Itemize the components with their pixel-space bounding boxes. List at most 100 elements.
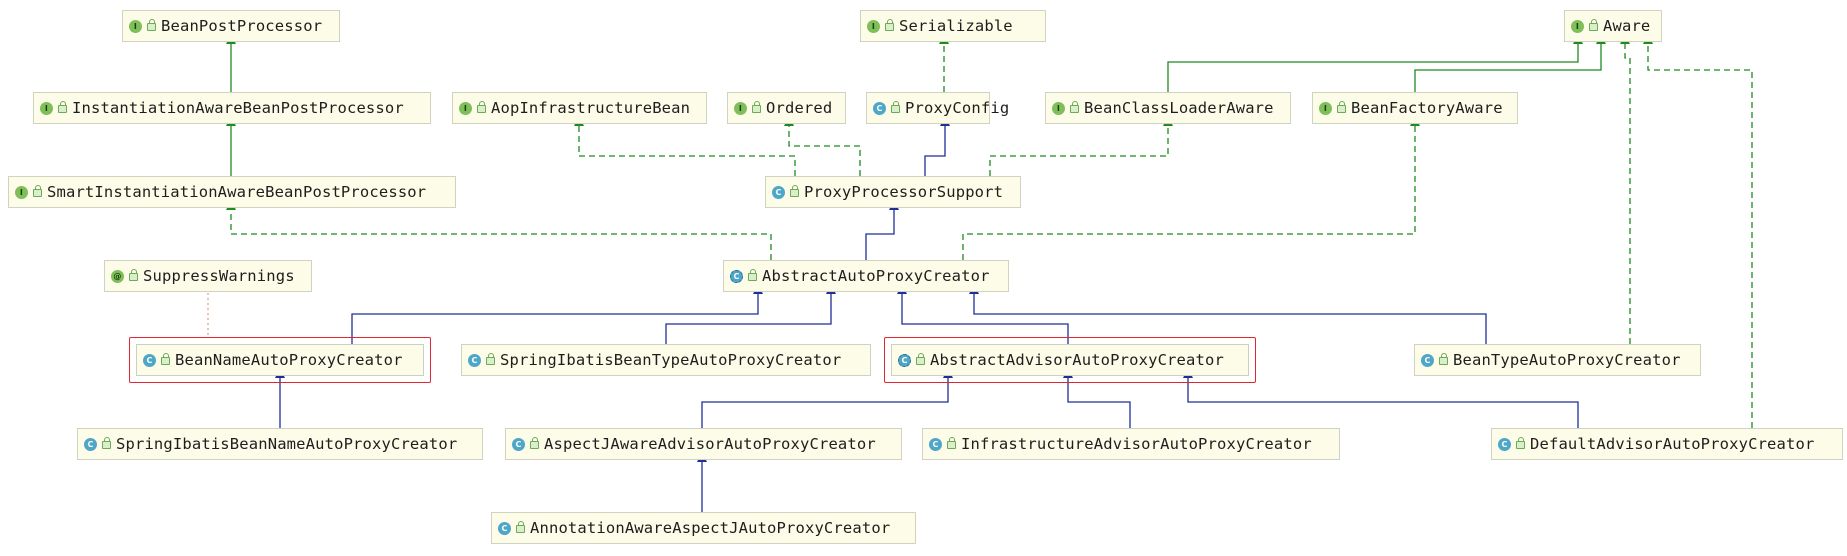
node-label: BeanPostProcessor bbox=[161, 17, 323, 35]
node-label: ProxyProcessorSupport bbox=[804, 183, 1004, 201]
interface-icon: I bbox=[459, 101, 472, 115]
abstract-icon: C bbox=[730, 269, 743, 283]
edge-aapc-to-siabpp bbox=[226, 200, 772, 260]
node-sibtapc[interactable]: C SpringIbatisBeanTypeAutoProxyCreator bbox=[461, 344, 871, 376]
edge-pps-to-ordered bbox=[784, 116, 861, 176]
interface-icon: I bbox=[867, 19, 880, 33]
node-label: BeanNameAutoProxyCreator bbox=[175, 351, 403, 369]
edge-bcla-to-aware bbox=[1167, 34, 1583, 92]
public-lock-icon bbox=[790, 185, 799, 197]
node-label: InfrastructureAdvisorAutoProxyCreator bbox=[961, 435, 1312, 453]
node-bfa[interactable]: I BeanFactoryAware bbox=[1312, 92, 1518, 124]
node-pps[interactable]: C ProxyProcessorSupport bbox=[765, 176, 1021, 208]
node-bpp[interactable]: I BeanPostProcessor bbox=[122, 10, 340, 42]
public-lock-icon bbox=[947, 437, 956, 449]
public-lock-icon bbox=[33, 185, 42, 197]
node-aapc[interactable]: C AbstractAutoProxyCreator bbox=[723, 260, 1009, 292]
node-label: Serializable bbox=[899, 17, 1013, 35]
edge-aapc-to-bfa bbox=[962, 116, 1420, 260]
public-lock-icon bbox=[161, 353, 170, 365]
node-label: DefaultAdvisorAutoProxyCreator bbox=[1530, 435, 1815, 453]
node-dapc[interactable]: C DefaultAdvisorAutoProxyCreator bbox=[1491, 428, 1843, 460]
node-label: BeanClassLoaderAware bbox=[1084, 99, 1274, 117]
edge-btapc-to-aapc bbox=[969, 284, 1487, 344]
class-icon: C bbox=[1421, 353, 1434, 367]
node-suppress[interactable]: @ SuppressWarnings bbox=[104, 260, 312, 292]
node-label: AbstractAutoProxyCreator bbox=[762, 267, 990, 285]
node-proxyconfig[interactable]: C ProxyConfig bbox=[866, 92, 1009, 124]
public-lock-icon bbox=[1337, 101, 1346, 113]
edge-bnapc-to-aapc bbox=[351, 284, 763, 344]
selection-highlight bbox=[129, 337, 431, 383]
edge-infapc-to-aaapc bbox=[1063, 368, 1131, 428]
interface-icon: I bbox=[1571, 19, 1584, 33]
node-btapc[interactable]: C BeanTypeAutoProxyCreator bbox=[1414, 344, 1701, 376]
edge-dapc-to-aware bbox=[1643, 34, 1753, 428]
class-icon: C bbox=[772, 185, 785, 199]
public-lock-icon bbox=[748, 269, 757, 281]
public-lock-icon bbox=[58, 101, 67, 113]
public-lock-icon bbox=[129, 269, 138, 281]
node-label: SpringIbatisBeanNameAutoProxyCreator bbox=[116, 435, 458, 453]
node-label: BeanTypeAutoProxyCreator bbox=[1453, 351, 1681, 369]
node-label: AopInfrastructureBean bbox=[491, 99, 691, 117]
public-lock-icon bbox=[1516, 437, 1525, 449]
class-icon: C bbox=[512, 437, 525, 451]
node-label: SmartInstantiationAwareBeanPostProcessor bbox=[47, 183, 427, 201]
public-lock-icon bbox=[477, 101, 486, 113]
interface-icon: I bbox=[734, 101, 747, 115]
edge-pps-to-aib bbox=[574, 116, 796, 176]
class-icon: C bbox=[1498, 437, 1511, 451]
node-label: Aware bbox=[1603, 17, 1651, 35]
public-lock-icon bbox=[885, 19, 894, 31]
edge-btapc-to-aware bbox=[1620, 34, 1631, 344]
public-lock-icon bbox=[147, 19, 156, 31]
annotation-icon: @ bbox=[111, 269, 124, 283]
node-sibnapc[interactable]: C SpringIbatisBeanNameAutoProxyCreator bbox=[77, 428, 483, 460]
interface-icon: I bbox=[129, 19, 142, 33]
interface-icon: I bbox=[1319, 101, 1332, 115]
node-label: SpringIbatisBeanTypeAutoProxyCreator bbox=[500, 351, 842, 369]
public-lock-icon bbox=[102, 437, 111, 449]
node-label: AbstractAdvisorAutoProxyCreator bbox=[930, 351, 1224, 369]
node-aib[interactable]: I AopInfrastructureBean bbox=[452, 92, 707, 124]
public-lock-icon bbox=[530, 437, 539, 449]
edge-ajaapc-to-aaapc bbox=[701, 368, 953, 428]
class-icon: C bbox=[929, 437, 942, 451]
public-lock-icon bbox=[916, 353, 925, 365]
node-label: BeanFactoryAware bbox=[1351, 99, 1503, 117]
edge-pps-to-proxyconfig bbox=[924, 116, 950, 176]
node-aaapc[interactable]: C AbstractAdvisorAutoProxyCreator bbox=[891, 344, 1249, 376]
public-lock-icon bbox=[1070, 101, 1079, 113]
class-icon: C bbox=[84, 437, 97, 451]
edge-aapc-to-pps bbox=[865, 200, 899, 260]
public-lock-icon bbox=[891, 101, 900, 113]
abstract-icon: C bbox=[898, 353, 911, 367]
class-icon: C bbox=[468, 353, 481, 367]
public-lock-icon bbox=[752, 101, 761, 113]
node-label: InstantiationAwareBeanPostProcessor bbox=[72, 99, 404, 117]
node-label: AnnotationAwareAspectJAutoProxyCreator bbox=[530, 519, 891, 537]
node-label: SuppressWarnings bbox=[143, 267, 295, 285]
node-bcla[interactable]: I BeanClassLoaderAware bbox=[1045, 92, 1291, 124]
interface-icon: I bbox=[1052, 101, 1065, 115]
node-label: ProxyConfig bbox=[905, 99, 1010, 117]
class-icon: C bbox=[498, 521, 511, 535]
node-aware[interactable]: I Aware bbox=[1564, 10, 1662, 42]
node-serializable[interactable]: I Serializable bbox=[860, 10, 1046, 42]
node-aaajapc[interactable]: C AnnotationAwareAspectJAutoProxyCreator bbox=[491, 512, 916, 544]
edge-aaapc-to-aapc bbox=[897, 284, 1069, 344]
public-lock-icon bbox=[516, 521, 525, 533]
public-lock-icon bbox=[1439, 353, 1448, 365]
class-icon: C bbox=[873, 101, 886, 115]
node-infapc[interactable]: C InfrastructureAdvisorAutoProxyCreator bbox=[922, 428, 1340, 460]
edge-pps-to-bcla bbox=[989, 116, 1173, 176]
public-lock-icon bbox=[486, 353, 495, 365]
